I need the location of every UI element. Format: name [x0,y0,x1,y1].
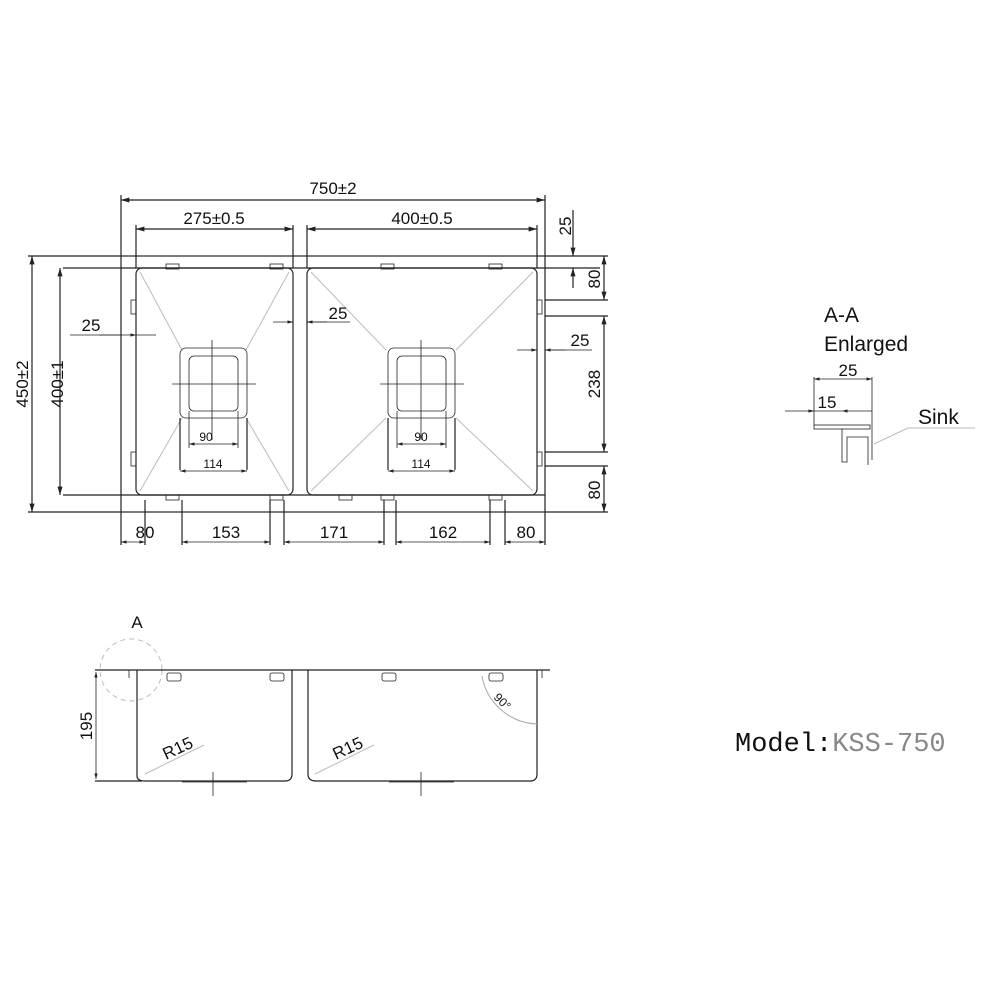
bottom-dim-4: 162 [429,523,457,542]
bottom-dim-5: 80 [517,523,536,542]
rim-offset-dim: 25 [556,217,575,236]
sink-rim-outline [120,255,546,513]
overall-width-dim: 750±2 [309,179,356,198]
detail-title: A-A [824,304,859,327]
drain-inner-dim-right: 90 [414,430,428,444]
top-clip-dim: 80 [585,270,604,289]
detail-a-a: A-A Enlarged 25 15 Sink [785,304,975,465]
bowl-depth-dim: 400±1 [48,360,67,407]
bottom-dim-2: 153 [212,523,240,542]
center-gap-dim: 25 [329,304,348,323]
detail-subtitle: Enlarged [824,333,908,356]
drain-outer-dim-right: 114 [411,457,430,471]
overall-depth-dim: 450±2 [13,360,32,407]
angle-label: 90° [491,690,514,713]
drain-inner-dim-left: 90 [199,430,213,444]
sink-label: Sink [918,406,959,429]
model-key: Model: [735,730,833,760]
right-bowl [306,267,538,496]
model-label: Model:KSS-750 [735,730,946,760]
top-view: 90 114 90 114 750±2 275±0.5 400±0.5 450±… [13,179,608,545]
detail-dim-25: 25 [839,361,858,380]
right-drain [380,340,464,473]
right-offset-dim: 25 [571,331,590,350]
clip-spacing-dim: 238 [585,370,604,398]
section-marker: A [131,613,143,632]
right-bowl-width-dim: 400±0.5 [391,209,452,228]
left-bowl [135,267,294,496]
height-dim: 195 [77,712,96,740]
drain-outer-dim-left: 114 [203,457,222,471]
left-bowl-width-dim: 275±0.5 [183,209,244,228]
side-view: A 195 R15 R15 90° [77,613,550,796]
radius-right-label: R15 [330,733,366,763]
left-offset-dim: 25 [82,316,101,335]
left-drain [172,340,256,473]
bottom-dim-1: 80 [136,523,155,542]
bottom-clip-dim: 80 [585,481,604,500]
radius-left-label: R15 [160,733,196,763]
bottom-dim-3: 171 [320,523,348,542]
detail-dim-15: 15 [818,393,837,412]
model-value: KSS-750 [832,730,946,760]
